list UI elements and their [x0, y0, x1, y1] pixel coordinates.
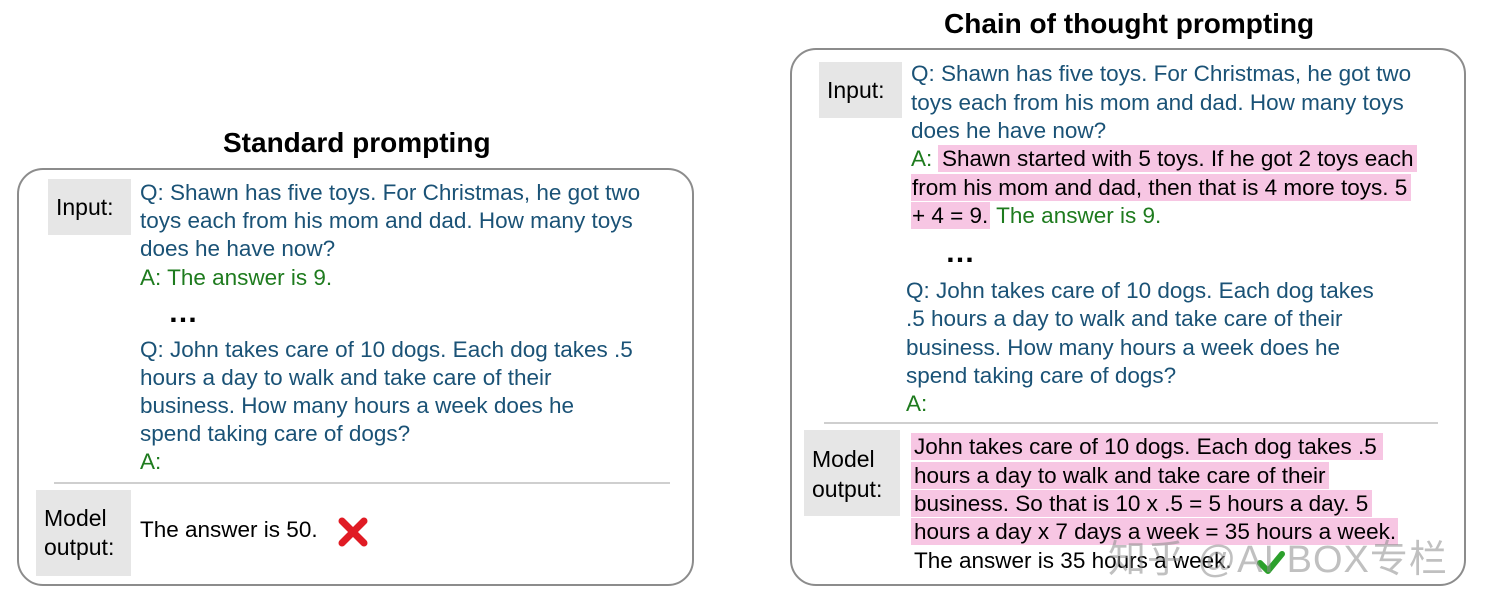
cot-output-line2: hours a day to walk and take care of the… — [911, 462, 1330, 491]
cot-output-label-line2: output: — [812, 476, 883, 502]
standard-output: The answer is 50. — [140, 517, 318, 542]
standard-output-label-line1: Model — [44, 505, 107, 531]
cot-output-line1: John takes care of 10 dogs. Each dog tak… — [911, 433, 1383, 462]
cot-ellipsis: … — [945, 236, 977, 269]
cot-a1-reason-line2: from his mom and dad, then that is 4 mor… — [911, 174, 1412, 203]
standard-q2-line3: business. How many hours a week does he — [140, 393, 574, 418]
cot-output-line4-text: hours a day x 7 days a week = 35 hours a… — [911, 518, 1399, 545]
cot-q1-line2: toys each from his mom and dad. How many… — [911, 90, 1404, 115]
cot-q2-line1: Q: John takes care of 10 dogs. Each dog … — [906, 278, 1374, 303]
cot-q2-line4: spend taking care of dogs? — [906, 363, 1177, 388]
watermark: 知乎 @AI BOX专栏 — [1108, 539, 1448, 581]
cot-input-label: Input: — [819, 62, 902, 118]
cot-output-label-line1: Model — [812, 446, 875, 472]
cot-title: Chain of thought prompting — [944, 8, 1315, 39]
cot-a1-reason-line2-text: from his mom and dad, then that is 4 mor… — [911, 174, 1412, 201]
cot-output-line3: business. So that is 10 x .5 = 5 hours a… — [911, 490, 1373, 519]
cot-a1-reason-line1: Shawn started with 5 toys. If he got 2 t… — [938, 145, 1417, 174]
cot-a1-reason-line3: + 4 = 9. The answer is 9. — [911, 202, 1161, 231]
standard-output-label-line2: output: — [44, 534, 115, 560]
cot-divider — [824, 422, 1438, 424]
standard-title: Standard prompting — [223, 127, 491, 158]
cot-q1-line3: does he have now? — [911, 118, 1107, 143]
standard-output-label: Model output: — [36, 490, 131, 576]
cot-a1-answer: The answer is 9. — [990, 203, 1162, 228]
red-cross-icon — [338, 517, 368, 547]
standard-q2-line2: hours a day to walk and take care of the… — [140, 365, 552, 390]
standard-a1: A: The answer is 9. — [140, 265, 333, 290]
cot-output-line4: hours a day x 7 days a week = 35 hours a… — [911, 518, 1399, 547]
standard-q2-line1: Q: John takes care of 10 dogs. Each dog … — [140, 337, 633, 362]
cot-a1-reason-line1-text: Shawn started with 5 toys. If he got 2 t… — [938, 145, 1417, 172]
cot-a1-reason-line3-text: + 4 = 9. — [911, 202, 991, 229]
cot-a1-prefix: A: — [911, 146, 933, 171]
cot-output-line2-text: hours a day to walk and take care of the… — [911, 462, 1330, 489]
standard-ellipsis: … — [168, 296, 200, 329]
standard-q1-line1: Q: Shawn has five toys. For Christmas, h… — [140, 180, 641, 205]
cot-q2-line2: .5 hours a day to walk and take care of … — [906, 306, 1343, 331]
cot-q2-line3: business. How many hours a week does he — [906, 335, 1340, 360]
green-check-icon — [1257, 551, 1285, 574]
cot-output-answer: The answer is 35 hours a week. — [914, 548, 1232, 573]
cot-output-line3-text: business. So that is 10 x .5 = 5 hours a… — [911, 490, 1373, 517]
standard-input-label: Input: — [48, 179, 131, 235]
standard-q2-line4: spend taking care of dogs? — [140, 421, 411, 446]
standard-q1-line2: toys each from his mom and dad. How many… — [140, 208, 633, 233]
cot-output-line1-text: John takes care of 10 dogs. Each dog tak… — [911, 433, 1383, 460]
cot-q1-line1: Q: Shawn has five toys. For Christmas, h… — [911, 61, 1412, 86]
standard-a2: A: — [140, 449, 162, 474]
cot-output-label: Model output: — [804, 430, 900, 516]
standard-q1-line3: does he have now? — [140, 236, 336, 261]
standard-divider — [54, 482, 670, 484]
cot-a2: A: — [906, 391, 928, 416]
